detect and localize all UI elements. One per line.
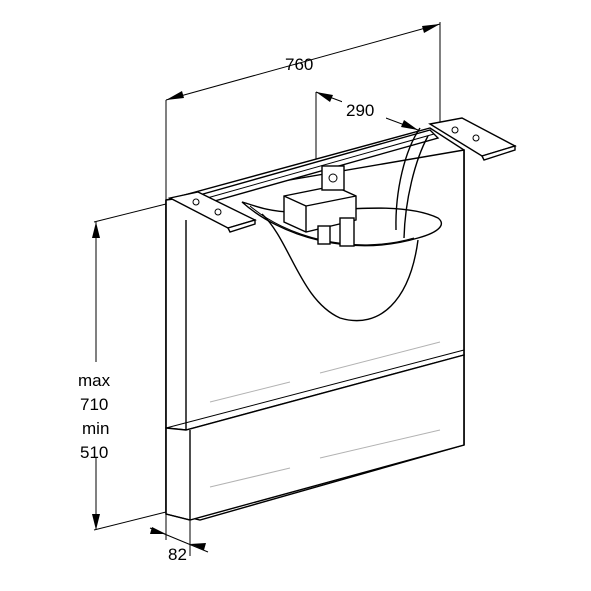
bracket-right-hole-1 xyxy=(451,126,459,134)
valve-pipe-right xyxy=(339,217,355,247)
arrow-290-right xyxy=(401,120,418,130)
reflection-line-2 xyxy=(319,341,441,374)
bracket-right-edge xyxy=(481,145,516,161)
bracket-left-edge xyxy=(227,219,256,233)
label-290-bg xyxy=(342,98,386,120)
bracket-right-hole-2 xyxy=(472,134,480,142)
reflection-line-1 xyxy=(209,381,291,403)
arrow-height-top xyxy=(92,222,100,238)
label-depth: 82 xyxy=(168,545,187,564)
crossbar-mid-line xyxy=(199,133,435,201)
height-label-bg xyxy=(74,362,124,458)
dimension-width-basin: 290 xyxy=(315,91,419,170)
bracket-left xyxy=(167,191,257,233)
arrow-height-bottom xyxy=(92,514,100,530)
reflection-line-3 xyxy=(209,467,291,488)
height-ext-top xyxy=(93,203,167,223)
bracket-left-hole-1 xyxy=(192,198,200,206)
dimension-height: max 710 min 510 xyxy=(74,203,167,531)
dimension-width-total: 760 xyxy=(165,22,441,200)
bracket-right-arm-inner xyxy=(403,135,429,239)
label-height-max-value: 710 xyxy=(80,395,108,414)
valve-pipe-left xyxy=(317,225,331,245)
height-ext-bottom xyxy=(93,511,167,531)
label-height-min-value: 510 xyxy=(80,443,108,462)
label-height-max: max xyxy=(78,371,111,390)
bracket-left-hole-2 xyxy=(214,208,222,216)
bracket-right xyxy=(395,117,517,239)
arrow-760-left xyxy=(166,91,184,100)
reflection-line-4 xyxy=(319,429,441,459)
dimension-depth: 82 xyxy=(149,514,209,564)
label-290: 290 xyxy=(346,101,374,120)
basin-bowl xyxy=(261,213,419,322)
arrow-depth-left xyxy=(150,527,166,534)
valve-top-block xyxy=(321,165,345,191)
valve-knob-icon xyxy=(328,173,338,183)
valve-box-top-edge xyxy=(305,195,357,207)
arrow-290-left xyxy=(316,92,333,102)
arrow-depth-right xyxy=(190,543,206,550)
label-height-min: min xyxy=(82,419,109,438)
bracket-right-arm xyxy=(395,127,421,231)
valve-unit xyxy=(283,165,357,247)
dimension-line-760 xyxy=(165,23,441,101)
label-760: 760 xyxy=(285,55,313,74)
arrow-760-right xyxy=(422,24,440,33)
frame-split-line xyxy=(165,349,465,429)
valve-box-side-edge xyxy=(283,195,307,207)
